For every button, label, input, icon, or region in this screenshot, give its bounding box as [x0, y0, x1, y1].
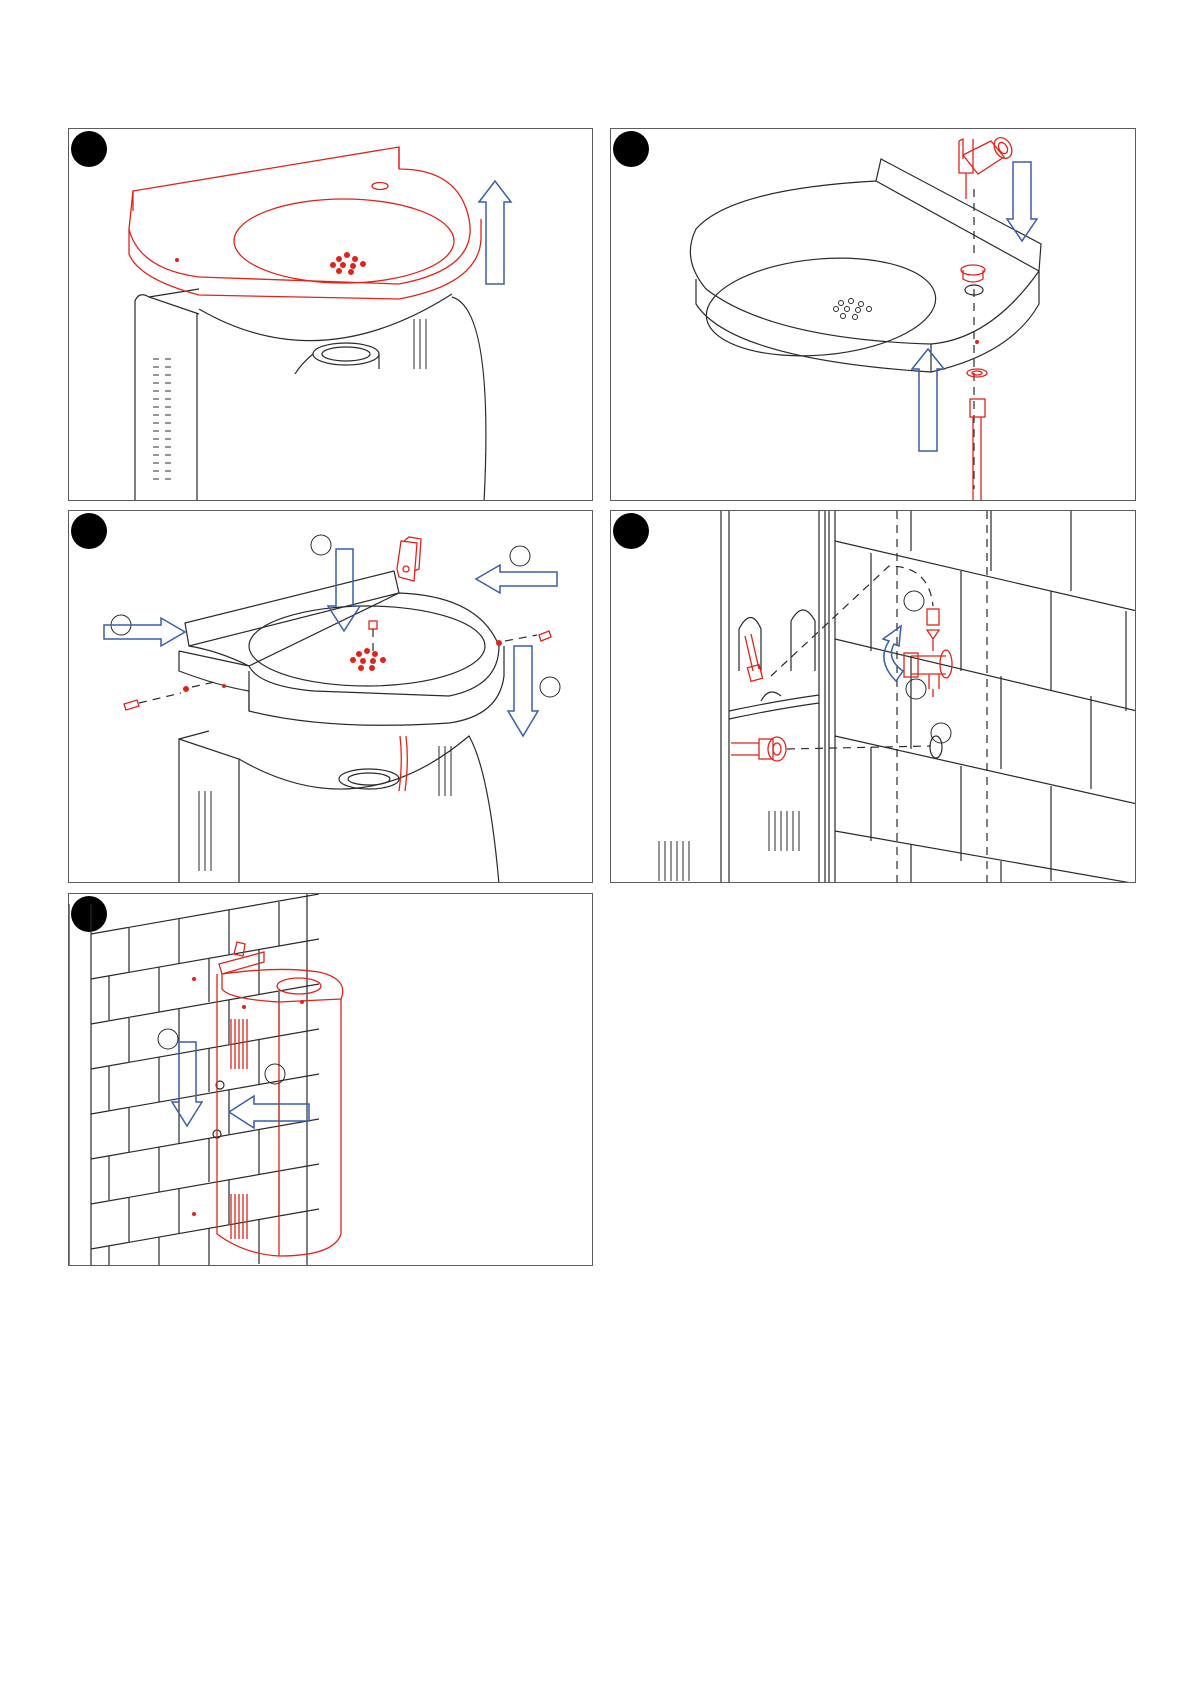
- right-arrow-icon: [104, 618, 185, 646]
- step-5-illustration: [69, 894, 593, 1266]
- step-5-panel: [68, 893, 593, 1266]
- basin: [690, 159, 1041, 372]
- left-arrow-icon: [476, 565, 557, 593]
- drain-outlet: [313, 343, 379, 365]
- supply-hose: [745, 634, 763, 681]
- brick-wall: [69, 894, 319, 1266]
- bowl: [277, 978, 321, 994]
- tiled-wall: [829, 511, 1136, 883]
- drain-holes: [351, 649, 386, 671]
- step-4-illustration: [611, 511, 1136, 883]
- vent-slots-right: [769, 811, 799, 851]
- wall-drain: [930, 736, 942, 758]
- angle-valve: [771, 566, 952, 697]
- step-2-illustration: [611, 129, 1136, 501]
- up-arrow-icon: [479, 181, 511, 284]
- vent-slots: [231, 1019, 247, 1239]
- basin-lifted: [129, 147, 481, 299]
- bowl: [249, 606, 485, 686]
- down-arrow-icon: [328, 549, 360, 631]
- supply-hose: [967, 369, 987, 501]
- bowl: [702, 249, 939, 365]
- basin: [179, 571, 504, 725]
- rotate-arrow-icon: [883, 626, 903, 681]
- vent-slots-left: [153, 359, 171, 479]
- drain-holes: [834, 299, 872, 320]
- drain-holes: [331, 253, 366, 275]
- up-arrow-icon: [912, 349, 944, 451]
- callout-6: [906, 679, 926, 699]
- callout-1: [311, 535, 331, 555]
- callout-5: [904, 591, 924, 611]
- vent-slots-right: [439, 746, 451, 796]
- callout-2: [510, 546, 530, 566]
- wall-fixings: [193, 978, 225, 1216]
- callout-9: [265, 1064, 285, 1084]
- bowl: [234, 199, 454, 283]
- down-arrow-icon: [508, 646, 538, 736]
- push-valve: [959, 134, 1015, 282]
- step-3-illustration: [69, 511, 593, 883]
- push-valve: [369, 537, 421, 629]
- vent-slots-left: [659, 841, 689, 881]
- step-3-panel: [68, 510, 593, 883]
- step-2-panel: [610, 128, 1136, 501]
- step-1-panel: [68, 128, 593, 501]
- vent-slots-left: [199, 791, 211, 871]
- callout-8: [158, 1029, 178, 1049]
- step-4-panel: [610, 510, 1136, 883]
- vent-slots-right: [414, 319, 426, 369]
- drain-pipe: [731, 737, 786, 761]
- callout-4: [540, 677, 560, 697]
- step-1-illustration: [69, 129, 593, 501]
- drinking-fountain-unit: [217, 942, 343, 1256]
- down-arrow-icon: [1007, 162, 1037, 241]
- tap-hole: [372, 183, 388, 190]
